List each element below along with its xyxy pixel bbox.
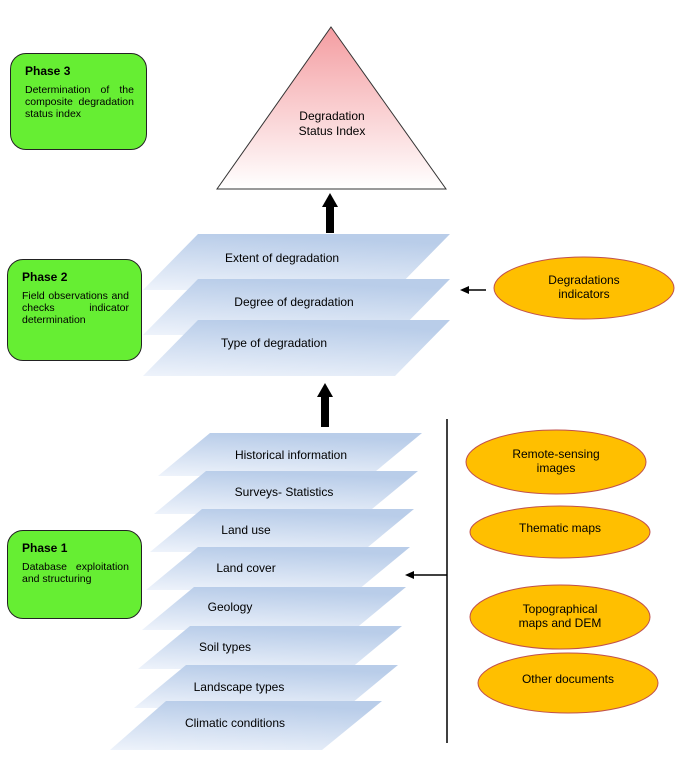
source-label-line1: Remote-sensing [512,447,599,461]
phase1-layer-label: Surveys- Statistics [235,485,334,499]
phase1-layer-stack: Historical information Surveys- Statisti… [110,433,422,750]
arrow-sources-to-phase1 [405,419,448,743]
phase2-description: Field observations and checks indicator … [22,290,129,326]
degradation-status-index-triangle: Degradation Status Index [216,26,447,190]
phase3-description: Determination of the composite degradati… [25,84,134,120]
indicator-label-line1: Degradations [548,273,619,287]
phase2-layer-label: Extent of degradation [225,251,339,265]
phase1-layer [154,471,418,514]
phase1-layer [138,626,402,669]
degradations-indicators-ellipse: Degradations indicators [493,256,675,320]
phase1-layer [158,433,422,476]
arrow-up-phase1-to-phase2 [317,383,333,427]
phase1-layer-label: Geology [208,600,253,614]
phase2-layer-label: Type of degradation [221,336,327,350]
phase1-description: Database exploitation and structuring [22,561,129,585]
source-ellipse-topographical-maps: Topographical maps and DEM [469,584,651,650]
phase1-layer [146,547,410,590]
phase3-title: Phase 3 [25,64,71,78]
source-ellipse-remote-sensing: Remote-sensing images [465,429,647,495]
source-ellipse-thematic-maps: Thematic maps [469,505,651,559]
indicator-label-line2: indicators [558,287,609,301]
phase1-layer [110,701,382,750]
phase1-layer-label: Land cover [216,561,275,575]
phase1-box: Phase 1 Database exploitation and struct… [7,530,142,619]
phase1-layer-label: Land use [221,523,271,537]
source-ellipse-other-documents: Other documents [477,652,659,714]
phase2-layer-stack: Extent of degradation Degree of degradat… [143,234,450,376]
phase2-title: Phase 2 [22,270,68,284]
arrow-indicator-to-phase2 [460,286,486,294]
phase2-layer [143,320,450,376]
phase1-layer-label: Historical information [235,448,347,462]
phase2-box: Phase 2 Field observations and checks in… [7,259,142,361]
source-label-line1: Thematic maps [519,521,601,535]
phase1-layer [134,665,398,708]
source-label-line1: Topographical [523,602,598,616]
source-label-line2: images [537,461,576,475]
phase1-layer [142,587,406,630]
phase1-title: Phase 1 [22,541,68,555]
triangle-label-line1: Degradation [299,109,364,123]
phase2-layer [143,234,450,290]
phase1-layer-label: Landscape types [194,680,285,694]
phase3-box: Phase 3 Determination of the composite d… [10,53,147,150]
source-label-line2: maps and DEM [519,616,602,630]
triangle-label-line2: Status Index [299,124,366,138]
arrow-up-to-triangle [322,193,338,233]
phase1-layer-label: Soil types [199,640,251,654]
phase1-layer [150,509,414,552]
phase1-layer-label: Climatic conditions [185,716,285,730]
source-label-line1: Other documents [522,672,614,686]
phase2-layer-label: Degree of degradation [234,295,353,309]
